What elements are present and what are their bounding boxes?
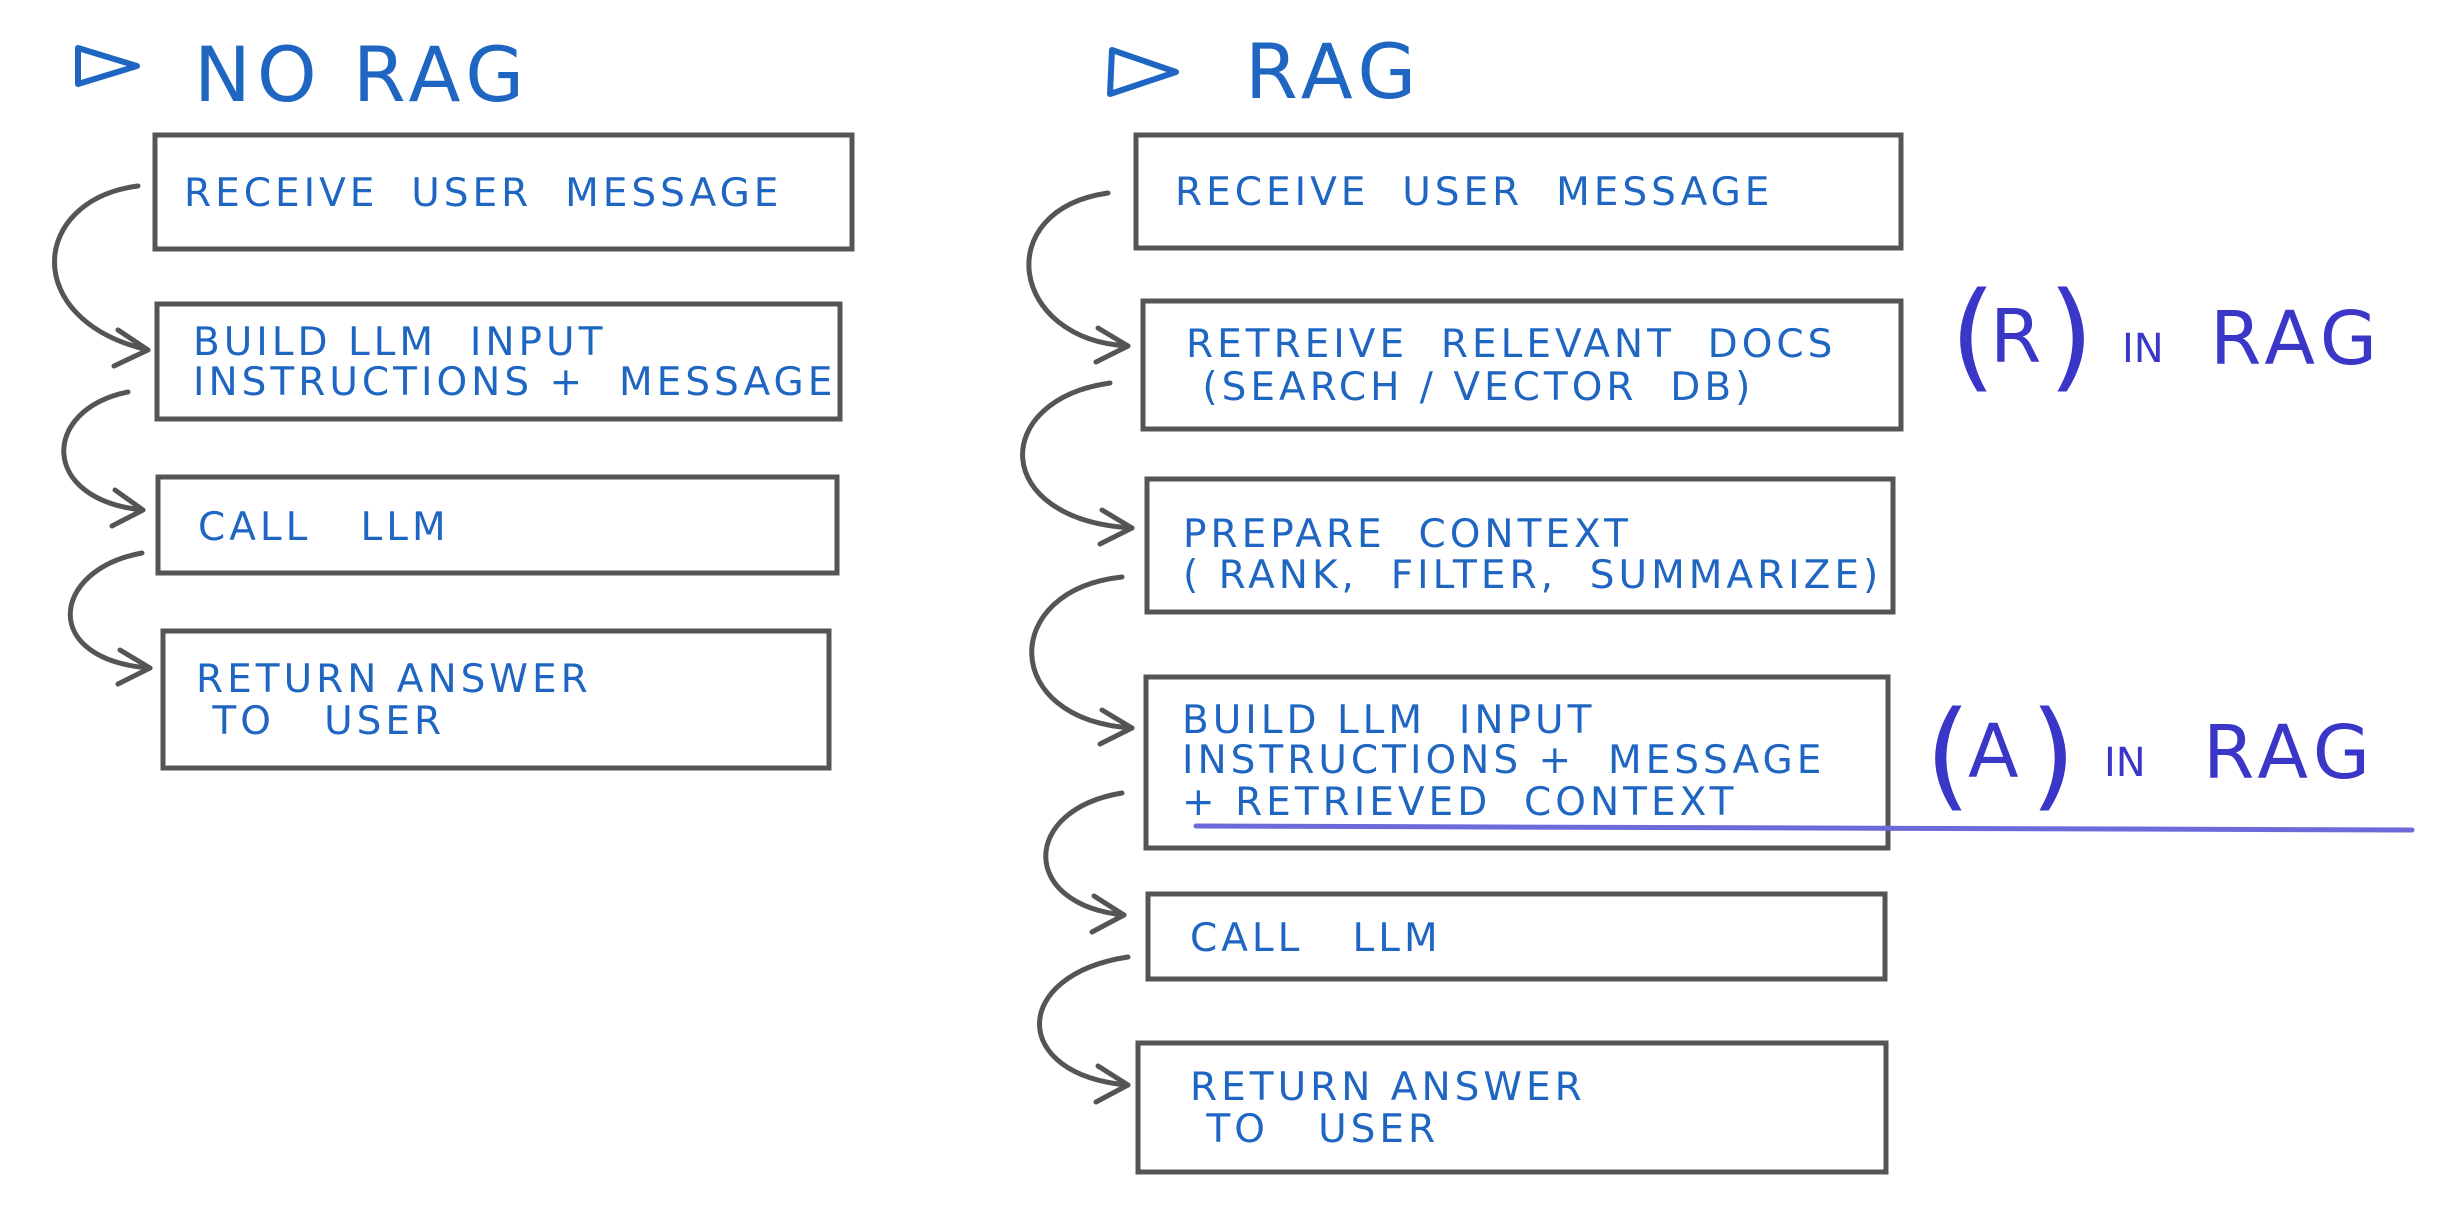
- step-text: BUILD LLM INPUT: [193, 320, 606, 365]
- step-box: RECEIVE USER MESSAGE: [1133, 132, 1904, 251]
- step-box: RETREIVE RELEVANT DOCS (SEARCH / VECTOR …: [1140, 298, 1904, 432]
- heading-label: NO RAG: [194, 30, 530, 119]
- step-text: RETURN ANSWER: [1190, 1065, 1586, 1110]
- flow-arrow: [1043, 790, 1127, 935]
- no-rag-column: NO RAG RECEIVE USER MESSAGE BUILD LLM IN…: [52, 30, 855, 771]
- open-paren: (: [1950, 266, 1996, 404]
- step-text: RECEIVE USER MESSAGE: [184, 171, 782, 216]
- step-text: TO USER: [196, 699, 445, 744]
- annotation-letter: A: [1968, 709, 2019, 795]
- annotation-letter: R: [1990, 294, 2041, 380]
- step-text: ( RANK, FILTER, SUMMARIZE): [1183, 553, 1882, 598]
- step-box: RETURN ANSWER TO USER: [160, 628, 832, 771]
- flow-arrow: [1026, 190, 1131, 365]
- step-text: PREPARE CONTEXT: [1183, 512, 1632, 557]
- annotation-word: RAG: [2203, 710, 2376, 796]
- step-text: RETREIVE RELEVANT DOCS: [1186, 322, 1836, 367]
- flow-arrow: [61, 389, 146, 529]
- flow-arrow: [67, 550, 153, 687]
- step-box: CALL LLM: [1145, 891, 1888, 982]
- play-triangle-icon: [75, 45, 140, 87]
- augmentation-annotation: ( A ) IN RAG: [1193, 685, 2415, 833]
- annotation-word: RAG: [2210, 296, 2383, 382]
- step-box: CALL LLM: [155, 474, 840, 576]
- step-text: BUILD LLM INPUT: [1182, 698, 1595, 743]
- step-box: BUILD LLM INPUT INSTRUCTIONS + MESSAGE +…: [1143, 674, 1891, 851]
- step-box: RECEIVE USER MESSAGE: [152, 132, 855, 252]
- annotation-in: IN: [2104, 740, 2146, 786]
- augmentation-underline: [1193, 823, 2415, 833]
- rag-column: RAG RECEIVE USER MESSAGE RETREIVE RELEVA…: [1020, 27, 1904, 1175]
- close-paren: ): [2048, 266, 2094, 404]
- flow-arrow: [1037, 954, 1131, 1105]
- rag-heading: RAG: [1107, 27, 1422, 116]
- step-text: RECEIVE USER MESSAGE: [1175, 170, 1773, 215]
- retrieval-annotation: ( R ) IN RAG: [1950, 266, 2383, 404]
- step-text: CALL LLM: [198, 505, 450, 550]
- step-text: INSTRUCTIONS + MESSAGE: [193, 360, 836, 405]
- step-text: TO USER: [1190, 1107, 1439, 1152]
- open-paren: (: [1925, 685, 1971, 823]
- heading-label: RAG: [1245, 27, 1422, 116]
- flow-arrow: [1029, 574, 1135, 747]
- step-box: BUILD LLM INPUT INSTRUCTIONS + MESSAGE: [154, 301, 843, 422]
- step-box: PREPARE CONTEXT ( RANK, FILTER, SUMMARIZ…: [1144, 476, 1896, 615]
- play-triangle-icon: [1107, 47, 1179, 97]
- flow-arrow: [1020, 380, 1135, 547]
- no-rag-heading: NO RAG: [75, 30, 530, 119]
- step-box: RETURN ANSWER TO USER: [1135, 1040, 1889, 1175]
- step-text: + RETRIEVED CONTEXT: [1182, 780, 1737, 825]
- step-text: (SEARCH / VECTOR DB): [1186, 365, 1754, 410]
- step-text: RETURN ANSWER: [196, 657, 592, 702]
- annotation-in: IN: [2122, 326, 2164, 372]
- flow-arrow: [52, 183, 151, 369]
- step-text: INSTRUCTIONS + MESSAGE: [1182, 738, 1825, 783]
- close-paren: ): [2030, 685, 2076, 823]
- step-text: CALL LLM: [1190, 916, 1442, 961]
